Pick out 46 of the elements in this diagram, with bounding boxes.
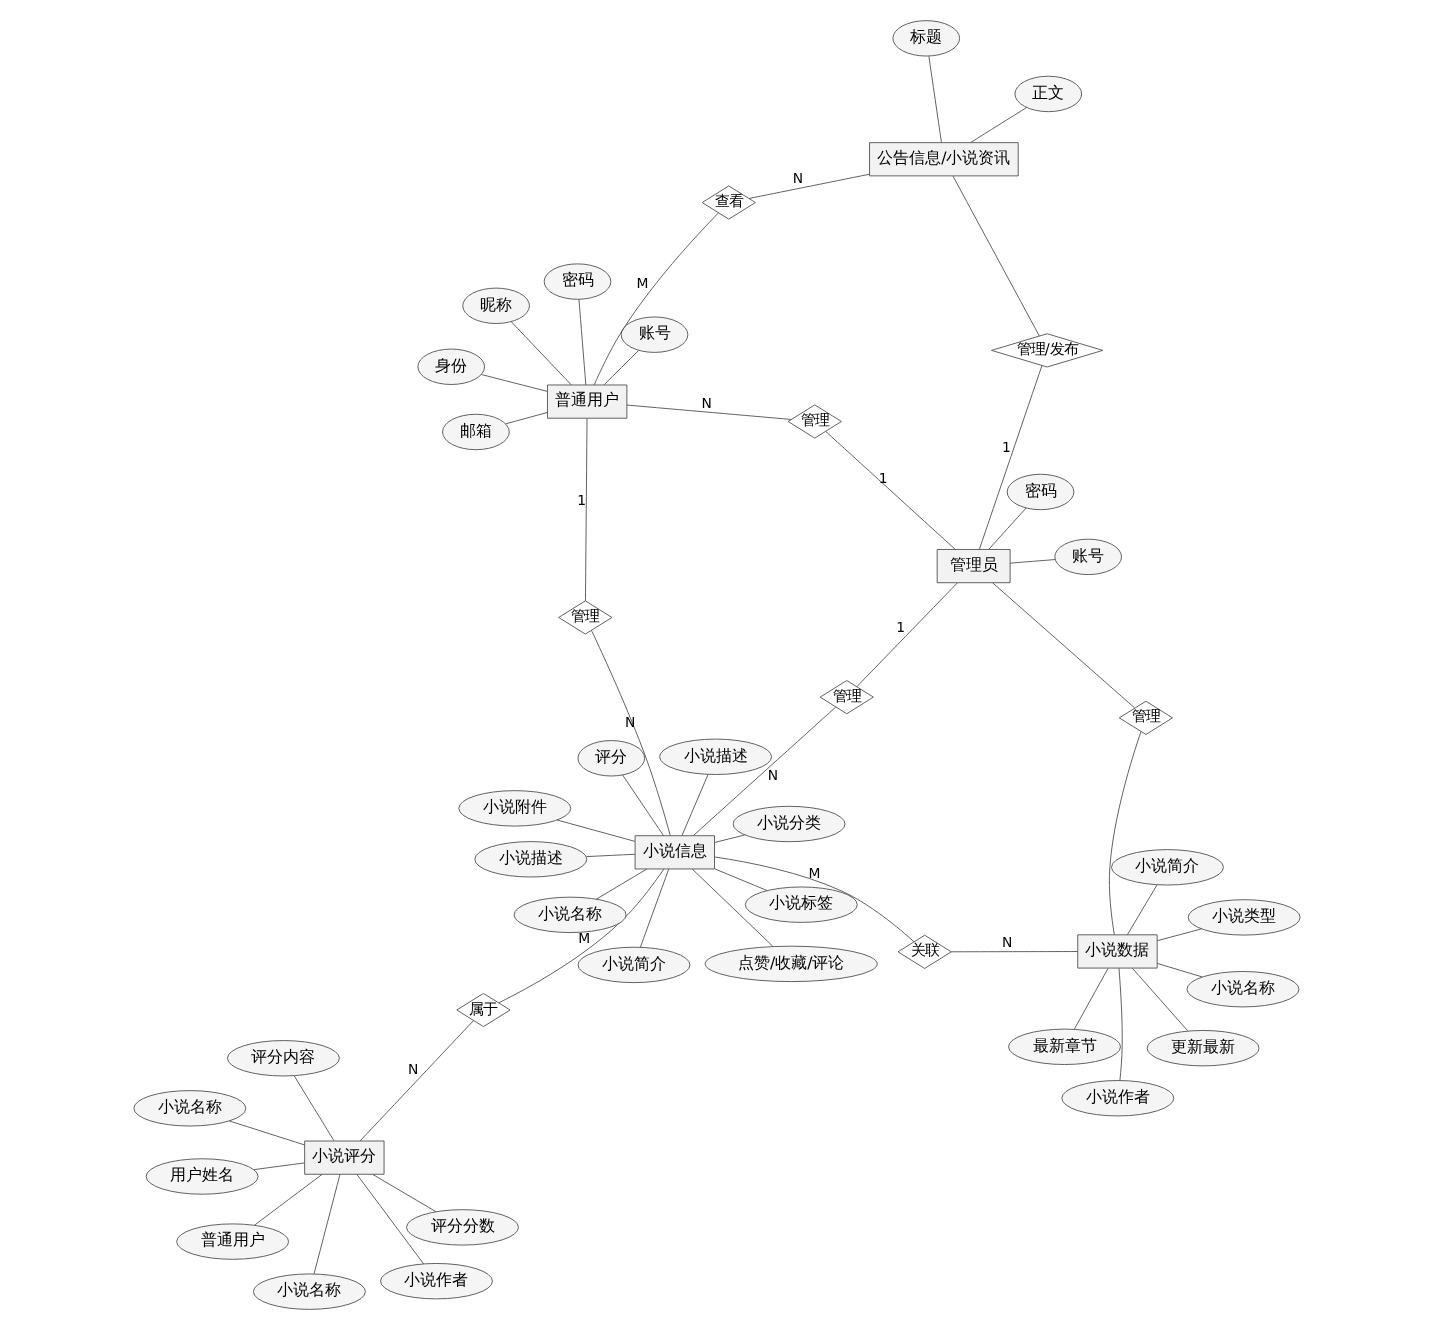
connector [1130, 967, 1188, 1032]
connector [927, 55, 941, 143]
connector [253, 1173, 322, 1226]
connector [584, 417, 587, 602]
connector [1072, 968, 1108, 1030]
connector [949, 951, 1078, 953]
connector [555, 819, 635, 842]
connector [292, 1075, 334, 1142]
connector [855, 582, 957, 688]
connector [585, 853, 635, 858]
connector [824, 430, 955, 550]
connector [480, 374, 547, 392]
connector [509, 321, 571, 386]
connector [371, 1173, 436, 1213]
connector [713, 856, 914, 943]
connector [690, 868, 773, 947]
connector [1117, 967, 1122, 1082]
connector [991, 582, 1135, 709]
connector [358, 1020, 473, 1142]
connector [1125, 884, 1157, 936]
connector [1107, 731, 1141, 936]
connector [227, 1120, 304, 1146]
connector [951, 175, 1039, 337]
connector [638, 868, 669, 948]
connector [713, 868, 767, 891]
connector [969, 107, 1027, 144]
connector [590, 630, 670, 836]
connector [595, 868, 647, 900]
connector [680, 774, 708, 837]
connector [747, 173, 869, 199]
connector [977, 365, 1042, 550]
connector [252, 1162, 304, 1171]
connector [602, 349, 639, 386]
connector [621, 774, 663, 836]
connector [1155, 928, 1201, 942]
connector [1008, 559, 1055, 564]
connector [592, 212, 718, 386]
connector [625, 404, 791, 420]
connector [1155, 962, 1202, 978]
connector [692, 706, 836, 836]
connector [577, 298, 586, 386]
connector [987, 507, 1026, 550]
connector [312, 1173, 340, 1275]
connector [713, 834, 745, 843]
connector [497, 868, 664, 1004]
connector [504, 412, 547, 425]
